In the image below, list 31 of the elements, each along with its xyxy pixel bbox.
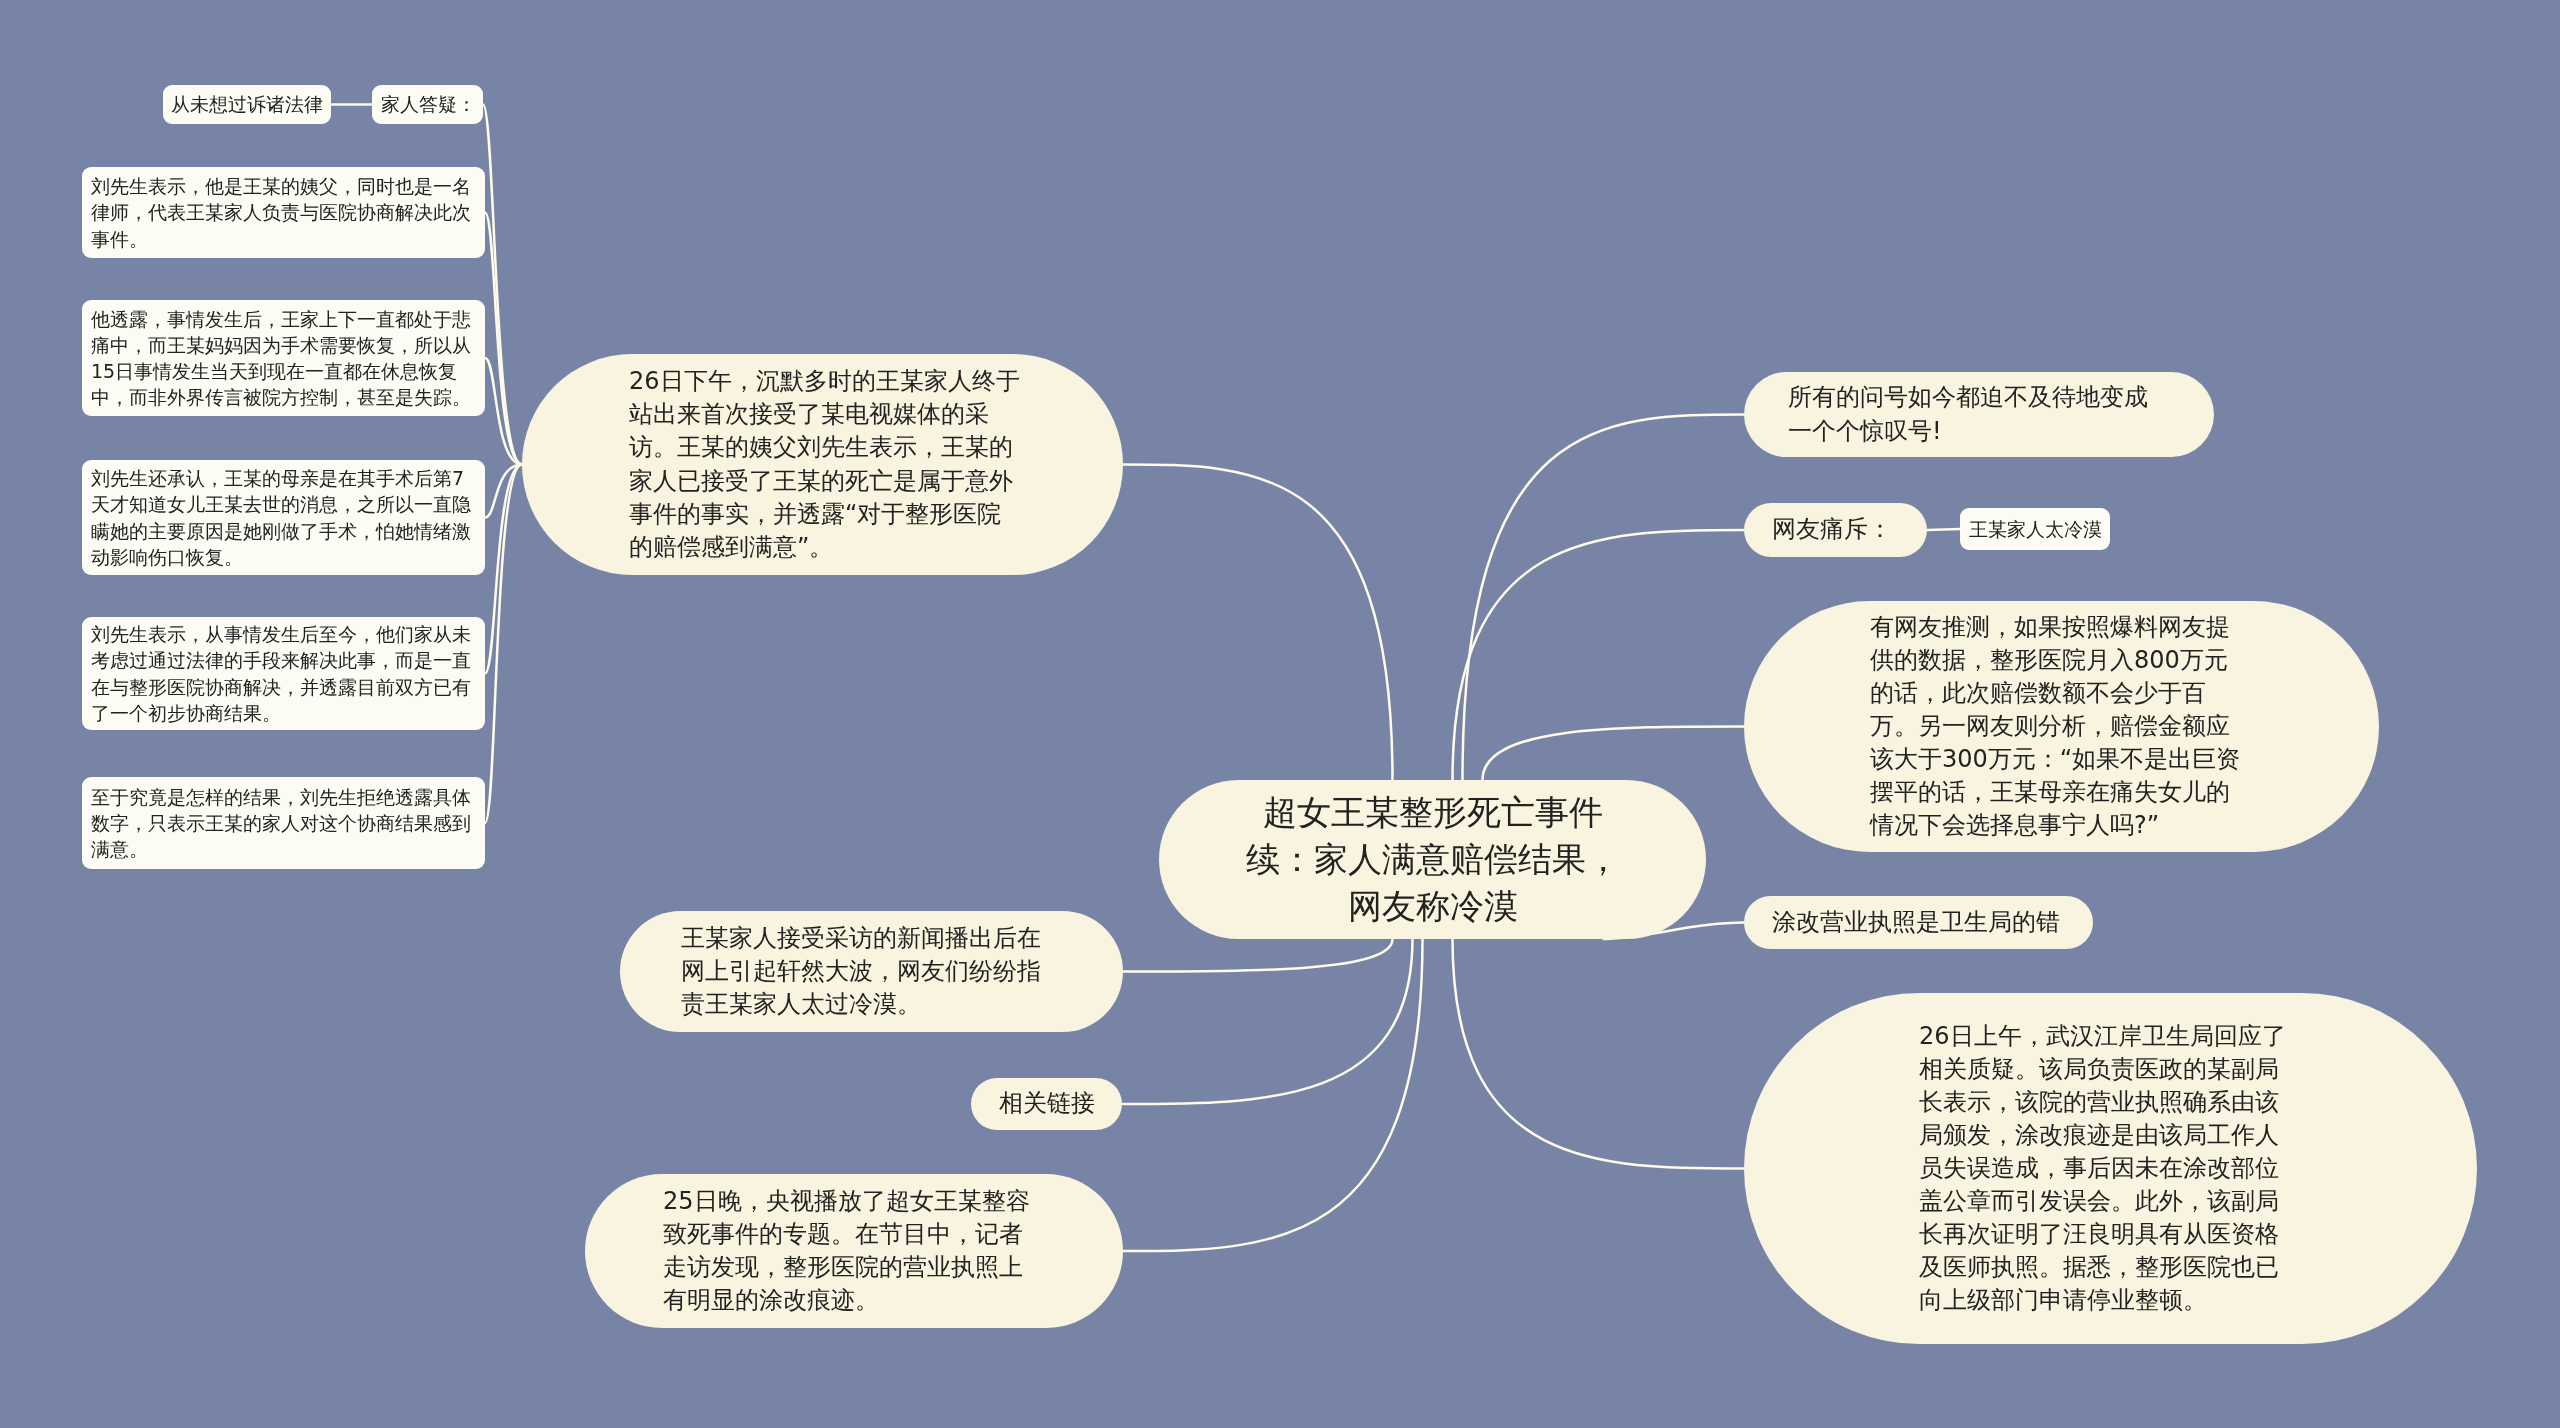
topic-pill: 26日上午，武汉江岸卫生局回应了相关质疑。该局负责医政的某副局长表示，该院的营业执照确系由该局颁发，涂改痕迹是由该局工作人员失误造成，事后因未在涂改部位盖公章而引发误会。此外，该副局长再次证明了汪良明具有从医资格及医师执照。据悉，整形医院也已向上级部门申请停业整顿。 — [1744, 993, 2477, 1344]
topic-pill: 相关链接 — [971, 1078, 1122, 1130]
topic-pill: 所有的问号如今都迫不及待地变成一个个惊叹号! — [1744, 372, 2214, 457]
connector-line — [1451, 938, 1744, 1170]
connector-line — [1123, 938, 1424, 1253]
connector-line — [1481, 725, 1744, 781]
central-topic-box: 超女王某整形死亡事件续：家人满意赔偿结果，网友称冷漠 — [1159, 780, 1706, 939]
connector-line — [1451, 528, 1744, 781]
connector-line — [483, 463, 523, 675]
connector-line — [1461, 413, 1744, 781]
note-card: 至于究竟是怎样的结果，刘先生拒绝透露具体数字，只表示王某的家人对这个协商结果感到满意。 — [82, 777, 485, 869]
note-card: 王某家人太冷漠 — [1960, 508, 2110, 550]
topic-pill: 25日晚，央视播放了超女王某整容致死事件的专题。在节目中，记者走访发现，整形医院的营业执照上有明显的涂改痕迹。 — [585, 1174, 1123, 1328]
note-card: 从未想过诉诸法律 — [163, 85, 331, 124]
connector-line — [331, 103, 372, 106]
connector-line — [1926, 527, 1961, 532]
note-card: 刘先生表示，从事情发生后至今，他们家从未考虑过通过法律的手段来解决此事，而是一直在与整形医院协商解决，并透露目前双方已有了一个初步协商结果。 — [82, 617, 485, 730]
connector-line — [483, 463, 523, 824]
topic-pill: 有网友推测，如果按照爆料网友提供的数据，整形医院月入800万元的话，此次赔偿数额不会少于百万。另一网友则分析，赔偿金额应该大于300万元：“如果不是出巨资摆平的话，王某母亲在痛失女儿的情况下会选择息事宁人吗?” — [1744, 601, 2379, 852]
connector-line — [1122, 938, 1414, 1106]
topic-pill: 网友痛斥： — [1744, 503, 1927, 557]
note-card: 刘先生表示，他是王某的姨父，同时也是一名律师，代表王某家人负责与医院协商解决此次事件。 — [82, 167, 485, 258]
connector-line — [1123, 463, 1394, 781]
note-card: 他透露，事情发生后，王家上下一直都处于悲痛中，而王某妈妈因为手术需要恢复，所以从15日事情发生当天到现在一直都在休息恢复中，而非外界传言被院方控制，甚至是失踪。 — [82, 300, 485, 416]
connector-line — [1123, 938, 1394, 973]
topic-pill: 涂改营业执照是卫生局的错 — [1744, 896, 2093, 949]
topic-pill: 26日下午，沉默多时的王某家人终于站出来首次接受了某电视媒体的采访。王某的姨父刘先生表示，王某的家人已接受了王某的死亡是属于意外事件的事实，并透露“对于整形医院的赔偿感到满意”。 — [522, 354, 1123, 575]
note-card: 刘先生还承认，王某的母亲是在其手术后第7天才知道女儿王某去世的消息，之所以一直隐瞒她的主要原因是她刚做了手术，怕她情绪激动影响伤口恢复。 — [82, 460, 485, 575]
note-card: 家人答疑： — [372, 85, 483, 124]
topic-pill: 王某家人接受采访的新闻播出后在网上引起轩然大波，网友们纷纷指责王某家人太过冷漠。 — [620, 911, 1123, 1032]
connector-line — [483, 211, 523, 466]
